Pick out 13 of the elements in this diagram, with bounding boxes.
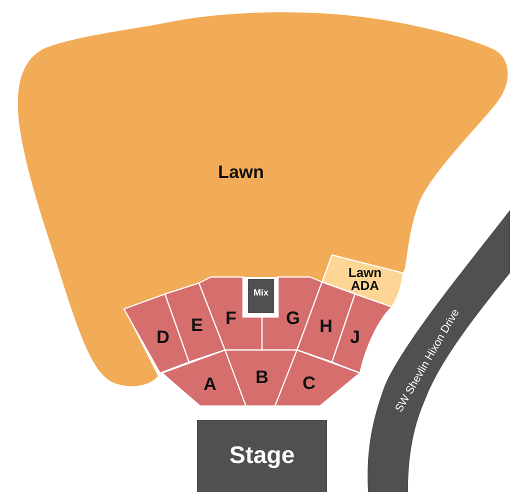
area-label: Lawn: [218, 163, 264, 181]
area-label: Lawn ADA: [347, 266, 383, 292]
section-label: F: [226, 309, 236, 327]
section-label: B: [256, 368, 268, 386]
section-label: J: [350, 328, 360, 346]
section-label: H: [320, 317, 332, 335]
section-label: A: [204, 375, 216, 393]
section-label: E: [191, 316, 203, 334]
section-label: G: [286, 309, 300, 327]
stage-label: Stage: [229, 444, 295, 468]
section-label: C: [302, 374, 316, 392]
booth-label: Mix: [254, 288, 268, 298]
section-label: D: [156, 328, 170, 346]
